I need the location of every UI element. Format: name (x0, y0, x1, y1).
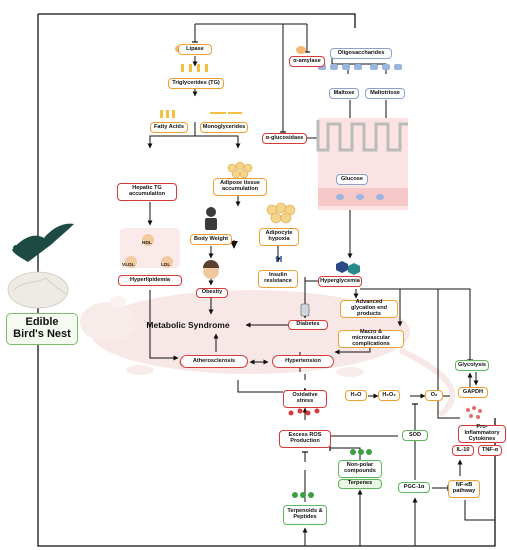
bird-and-nest-illustration (7, 223, 74, 309)
triglyceride-icon (181, 64, 208, 72)
excess-ros-node: Excess ROS Production (279, 430, 331, 448)
alpha-glucosidase-node: α-glucosidase (262, 133, 307, 144)
atherosclerosis-node: Atherosclerosis (180, 355, 248, 368)
obesity-node: Obesity (196, 288, 228, 298)
metabolic-syndrome-node: Metabolic Syndrome (146, 319, 230, 330)
terpenoids-peptides-node: Terpenoids & Peptides (283, 505, 327, 525)
ros-molecules-icon (288, 408, 320, 416)
advanced-glycation-node: Advanced glycation end products (340, 299, 398, 318)
terpenes-node: Terpenes (338, 479, 382, 489)
hepatic-tg-node: Hepatic TG accumulation (117, 183, 177, 201)
terpenoid-molecules-icon (292, 492, 314, 498)
h2o2-node: H₂O₂ (378, 390, 400, 401)
o2-node: O₂ (425, 390, 443, 401)
oligosaccharide-icon (318, 64, 402, 70)
maltose-node: Maltose (329, 88, 359, 99)
adipocyte-hypoxia-node: Adipocyte hypoxia (259, 228, 299, 246)
sod-node: SOD (402, 430, 428, 441)
glycolysis-node: Glycolysis (455, 360, 489, 371)
intestinal-villi-icon (316, 118, 408, 210)
glucose-hexagon-icon (336, 261, 360, 275)
hyperglycemia-node: Hyperglycemia (318, 276, 362, 287)
triglycerides-node: Triglycerides (TG) (168, 78, 224, 89)
body-weight-node: Body Weight (190, 234, 232, 245)
diabetes-node: Diabetes (288, 320, 328, 330)
glucose-node: Glucose (336, 174, 368, 185)
adipose-tissue-node: Adipose tissue accumulation (213, 178, 267, 196)
vldl-label: VLDL (122, 263, 135, 268)
nonpolar-compounds-node: Non-polar compounds (338, 460, 382, 478)
amylase-icon (296, 46, 306, 54)
alpha-amylase-node: α-amylase (289, 56, 325, 67)
fatty-acid-icon (160, 110, 242, 118)
oligosaccharides-node: Oligosaccharides (330, 48, 392, 59)
liver-lipoprotein-icon (120, 228, 180, 268)
monoglycerides-node: Monoglycerides (200, 122, 248, 133)
hyperlipidemia-node: Hyperlipidemia (118, 275, 182, 286)
pgc-1alpha-node: PGC-1α (398, 482, 430, 493)
nf-kb-pathway-node: NF-κB pathway (448, 480, 480, 498)
il10-node: IL-10 (452, 445, 474, 456)
maltotriose-node: Maltotriose (365, 88, 405, 99)
lipase-node: Lipase (178, 44, 212, 55)
tnf-alpha-node: TNF-α (478, 445, 502, 456)
hypertension-node: Hypertension (272, 355, 334, 368)
edible-birds-nest-title: Edible Bird's Nest (6, 313, 78, 345)
hdl-label: HDL (142, 241, 152, 246)
ldl-label: LDL (161, 263, 171, 268)
fatty-acids-node: Fatty Acids (150, 122, 188, 133)
pro-inflammatory-node: Pro-Inflammatory Cytokines (458, 424, 506, 443)
cytokine-cluster-icon (466, 406, 482, 419)
face-icon (203, 260, 219, 279)
h2o-node: H₂O (345, 390, 367, 401)
glucose-meter-icon (300, 303, 310, 317)
nonpolar-molecules-icon (350, 449, 372, 455)
rat-silhouette (80, 290, 456, 418)
macro-microvascular-node: Macro & microvascular complications (338, 329, 404, 348)
oxidative-stress-node: Oxidative stress (283, 390, 327, 408)
insulin-resistance-node: Insulin resistance (258, 270, 298, 288)
gapdh-node: GAPDH (458, 387, 488, 398)
insulin-receptor-icon (276, 256, 282, 262)
adipose-cells-icon (227, 161, 296, 224)
person-body-icon (205, 207, 217, 230)
